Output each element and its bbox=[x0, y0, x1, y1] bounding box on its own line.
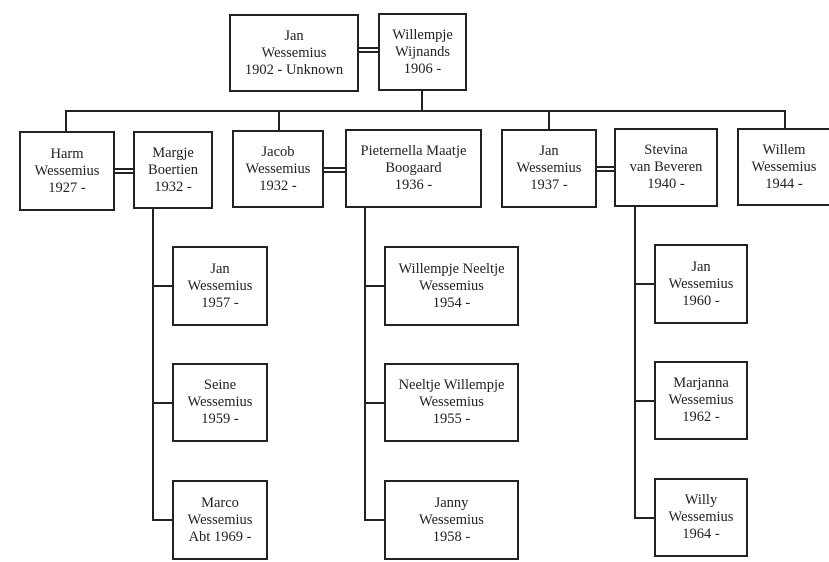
last-name: Wessemius bbox=[516, 160, 582, 176]
connector-line bbox=[152, 208, 154, 521]
dates: 1902 - Unknown bbox=[244, 61, 344, 78]
first-name: Marjanna bbox=[673, 375, 729, 391]
last-name: Wessemius bbox=[668, 509, 734, 525]
dates: 1955 - bbox=[432, 411, 471, 427]
last-name: Wessemius bbox=[419, 394, 484, 410]
dates: 1960 - bbox=[682, 292, 720, 309]
last-name: Wessemius bbox=[187, 394, 253, 410]
first-name: Jacob bbox=[261, 143, 295, 160]
connector-line bbox=[152, 519, 173, 521]
connector-line bbox=[364, 285, 385, 287]
last-name: Wessemius bbox=[419, 277, 484, 294]
last-name: Wessemius bbox=[34, 162, 100, 179]
dates: Abt 1969 - bbox=[188, 528, 252, 545]
connector-line bbox=[634, 283, 655, 285]
last-name: Wessemius bbox=[245, 160, 311, 177]
dates: 1944 - bbox=[765, 175, 803, 192]
last-name: van Beveren bbox=[629, 159, 703, 175]
last-name: Wessemius bbox=[187, 511, 253, 528]
first-name: Pieternella Maatje bbox=[360, 143, 467, 159]
first-name: Jan bbox=[539, 143, 559, 159]
marriage-connector bbox=[323, 167, 346, 173]
last-name: Wessemius bbox=[187, 277, 253, 294]
first-name: Jan bbox=[691, 258, 711, 275]
connector-line bbox=[152, 402, 173, 404]
connector-line bbox=[634, 517, 655, 519]
last-name: Wessemius bbox=[419, 511, 484, 528]
dates: 1927 - bbox=[48, 179, 86, 196]
connector-line bbox=[548, 110, 550, 130]
dates: 1964 - bbox=[682, 526, 720, 542]
first-name: Marco bbox=[201, 494, 239, 511]
first-name: Margje bbox=[152, 144, 194, 161]
dates: 1936 - bbox=[394, 177, 433, 193]
last-name: Wessemius bbox=[668, 392, 734, 408]
connector-line bbox=[421, 90, 423, 112]
connector-line bbox=[634, 400, 655, 402]
first-name: Willempje Neeltje bbox=[398, 260, 505, 277]
first-name: Willy bbox=[684, 492, 718, 508]
dates: 1959 - bbox=[201, 411, 239, 427]
connector-line bbox=[65, 110, 67, 132]
connector-line bbox=[65, 110, 786, 112]
marriage-connector bbox=[114, 168, 134, 174]
first-name: Seine bbox=[203, 377, 237, 393]
dates: 1957 - bbox=[201, 294, 239, 311]
last-name: Wessemius bbox=[261, 44, 327, 61]
first-name: Jan bbox=[284, 27, 304, 44]
last-name: Wijnands bbox=[395, 43, 450, 60]
first-name: Willempje bbox=[392, 26, 453, 43]
first-name: Willem bbox=[762, 141, 806, 158]
dates: 1962 - bbox=[682, 409, 720, 425]
connector-line bbox=[364, 402, 385, 404]
connector-line bbox=[278, 110, 280, 131]
last-name: Boogaard bbox=[385, 160, 442, 176]
last-name: Boertien bbox=[148, 161, 198, 178]
marriage-connector bbox=[358, 47, 379, 53]
dates: 1958 - bbox=[432, 528, 471, 545]
dates: 1906 - bbox=[403, 60, 442, 77]
first-name: Harm bbox=[50, 145, 84, 162]
dates: 1937 - bbox=[530, 177, 568, 193]
first-name: Neeltje Willempje bbox=[398, 377, 505, 393]
connector-line bbox=[634, 206, 636, 519]
dates: 1932 - bbox=[154, 178, 192, 195]
marriage-connector bbox=[596, 166, 615, 172]
connector-line bbox=[364, 207, 366, 521]
first-name: Janny bbox=[434, 494, 469, 511]
first-name: Stevina bbox=[644, 142, 688, 158]
connector-line bbox=[152, 285, 173, 287]
first-name: Jan bbox=[210, 260, 230, 277]
dates: 1940 - bbox=[647, 176, 685, 192]
last-name: Wessemius bbox=[751, 158, 817, 175]
connector-line bbox=[784, 110, 786, 129]
connector-line bbox=[364, 519, 385, 521]
dates: 1932 - bbox=[259, 177, 297, 194]
last-name: Wessemius bbox=[668, 275, 734, 292]
dates: 1954 - bbox=[432, 294, 471, 311]
